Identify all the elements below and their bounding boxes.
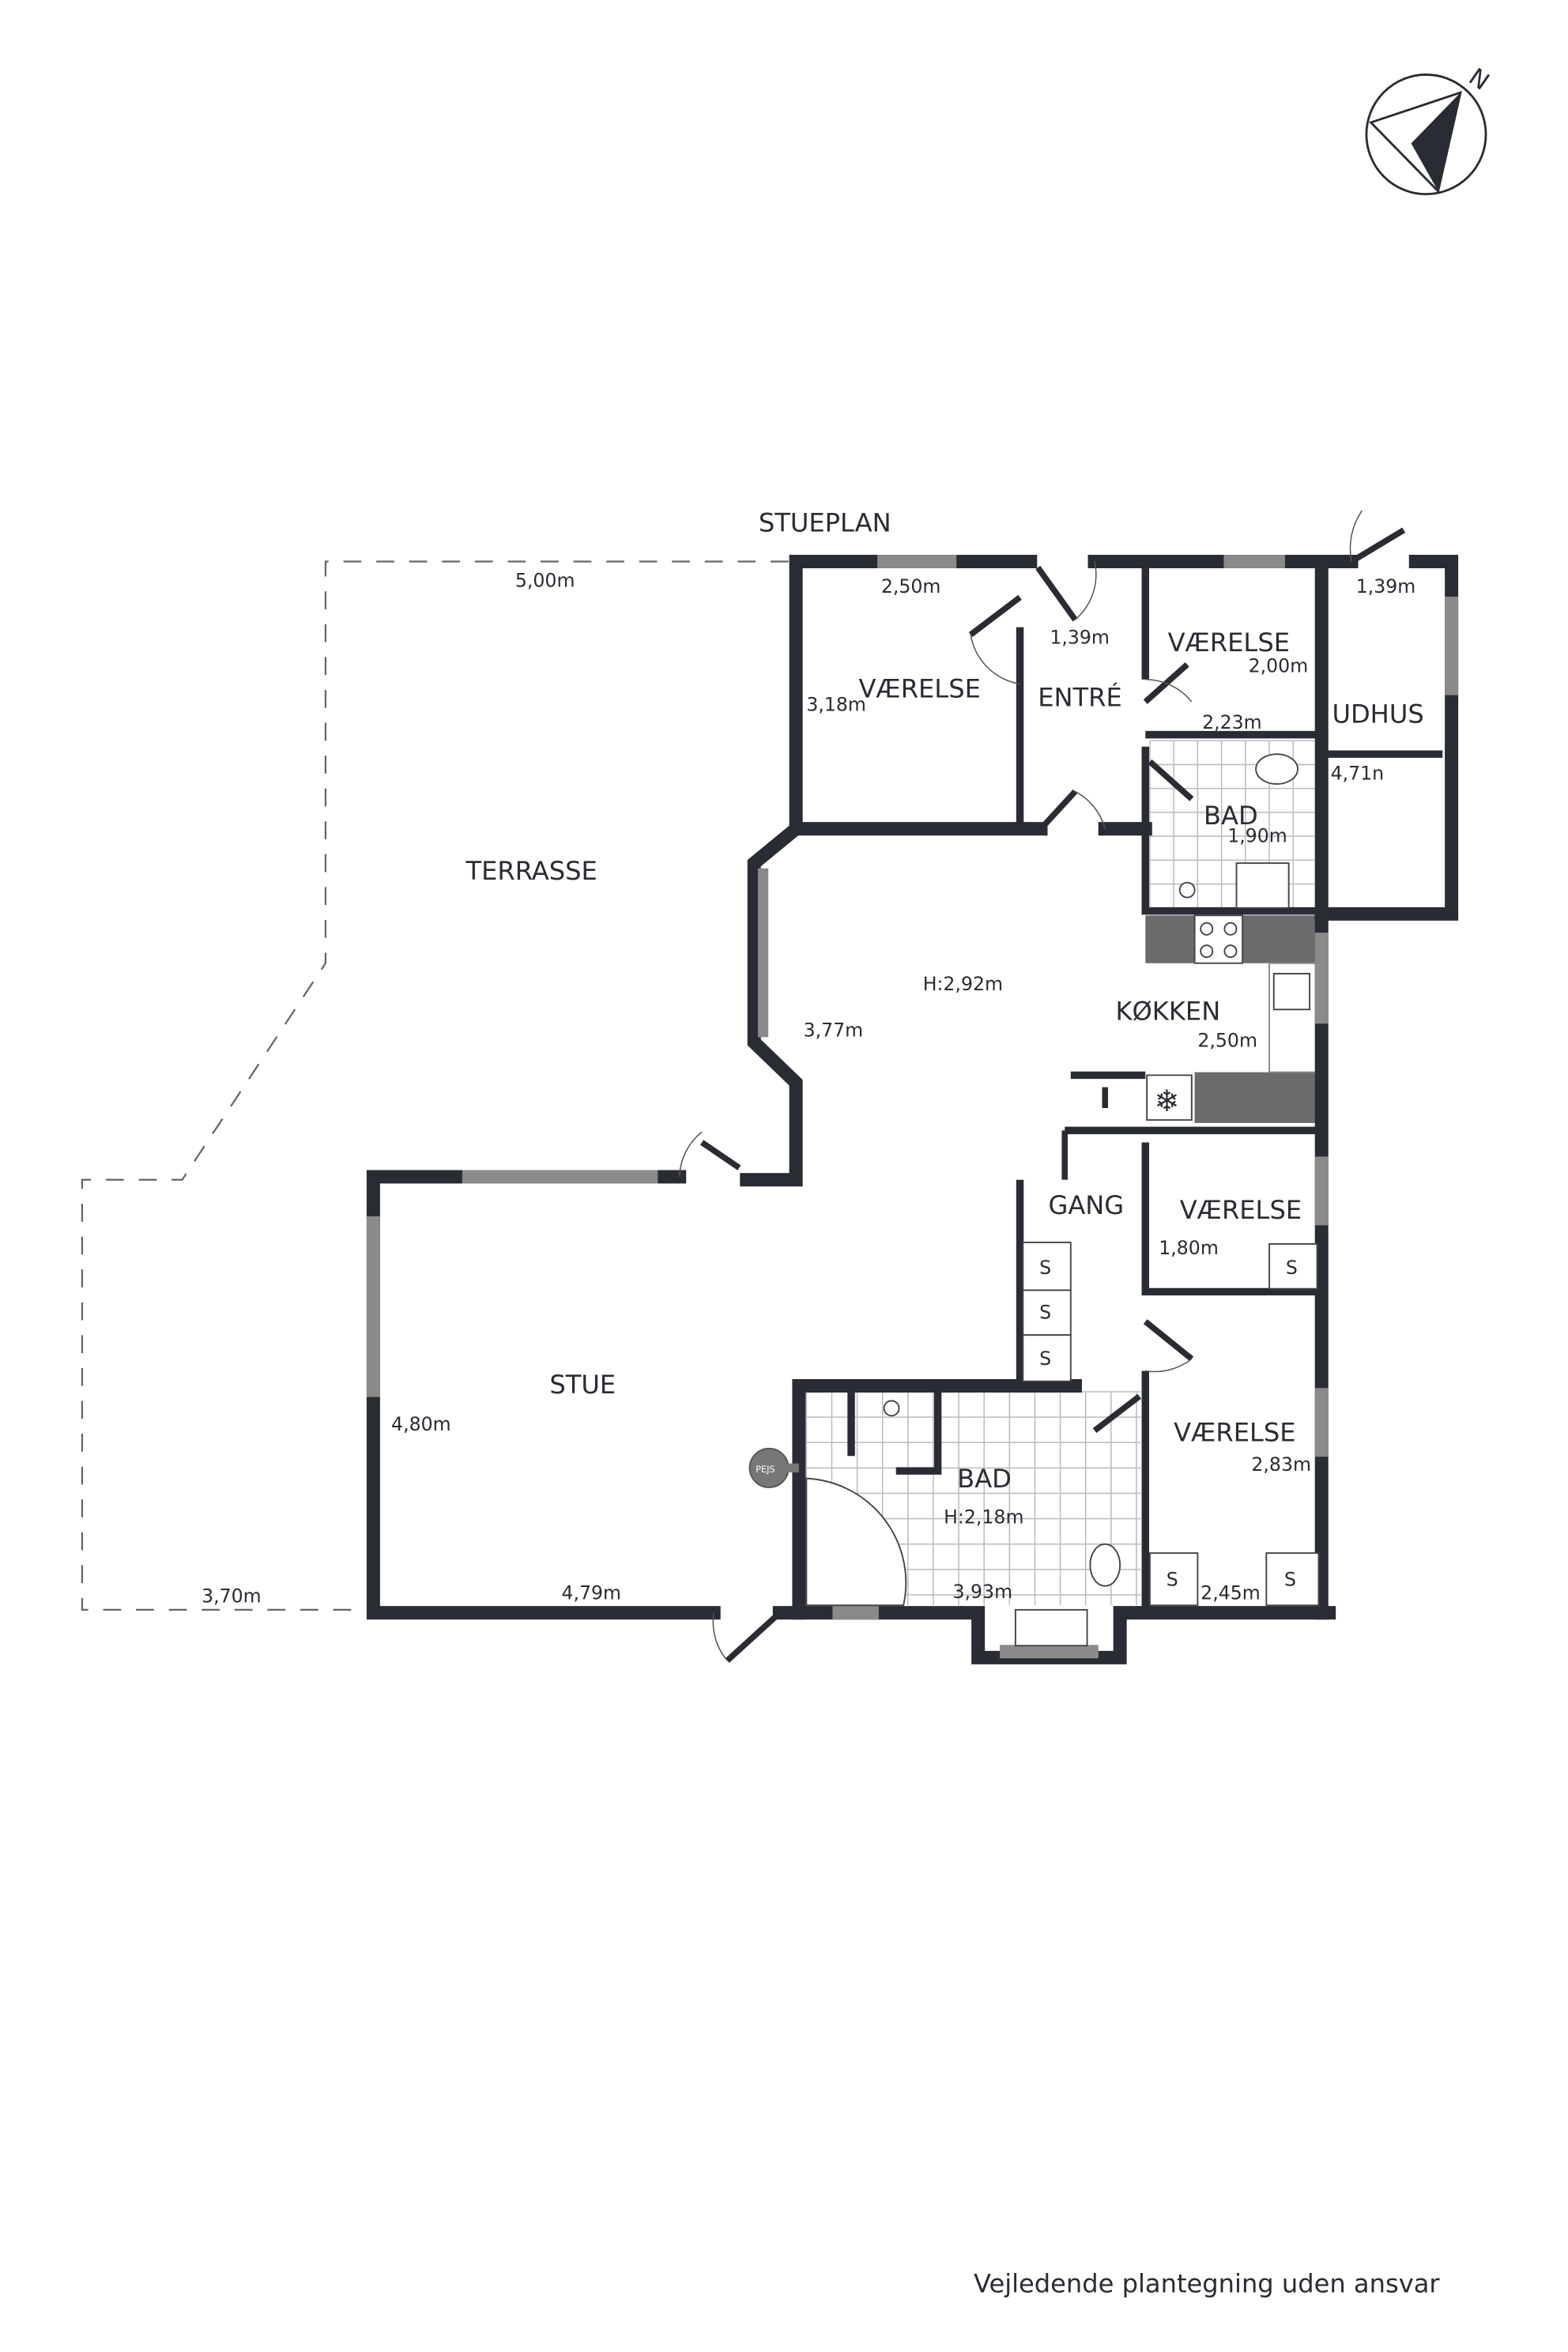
room-label-vaerelse: VÆRELSE [1168,628,1290,658]
dimension-label: 3,18m [806,693,866,715]
dimension-label: 1,39m [1356,575,1416,597]
closet-label: S [1039,1301,1051,1323]
room-label-bad: BAD [957,1464,1012,1494]
kitchen-counter: ❄ [1145,914,1318,1123]
dimension-label: 1,80m [1159,1237,1219,1259]
dimension-label: 3,70m [202,1585,262,1607]
dimension-label: 2,83m [1251,1453,1311,1476]
closet-label: S [1167,1569,1178,1591]
dimension-label: 3,77m [804,1019,864,1041]
dimension-label: 3,93m [953,1581,1013,1603]
closet-label: S [1039,1257,1051,1279]
windows [366,554,1459,1659]
room-label-vaerelse: VÆRELSE [1174,1417,1295,1447]
dimension-label: 2,23m [1202,711,1262,733]
dimension-label: 1,39m [1050,626,1110,648]
bathroom-fixtures [805,753,1298,1647]
room-label-vaerelse: VÆRELSE [858,673,980,703]
compass-icon: N [1365,63,1494,196]
dimension-label: 2,50m [1197,1030,1257,1052]
fireplace: PEJS [748,1447,799,1488]
room-label-entre: ENTRÉ [1038,683,1122,713]
room-label-stue: STUE [549,1370,616,1400]
dimension-label: 4,71n [1331,762,1385,784]
dimension-label: 4,80m [391,1413,451,1435]
closet-label: S [1039,1348,1051,1370]
fireplace-label: PEJS [756,1464,775,1475]
ceiling-height: H:2,92m [923,973,1003,995]
dimension-label: 2,50m [881,575,941,597]
dimension-label: 4,79m [561,1582,621,1604]
room-label-udhus: UDHUS [1332,699,1423,729]
room-label-terrasse: TERRASSE [466,856,597,886]
dimension-label: 2,45m [1200,1582,1261,1604]
floor-title: STUEPLAN [759,508,891,538]
room-label-vaerelse: VÆRELSE [1180,1195,1302,1225]
freezer-icon: ❄ [1155,1084,1180,1118]
dimension-label: 2,00m [1249,654,1309,677]
disclaimer-footer: Vejledende plantegning uden ansvar [974,2268,1440,2298]
dimension-label: 1,90m [1227,825,1287,847]
doors [678,510,1406,1663]
room-label-bad: BAD [1204,801,1258,831]
room-label-gang: GANG [1048,1190,1124,1220]
terrace-outline [81,560,789,1611]
room-label-kokken: KØKKEN [1115,997,1220,1027]
closet-label: S [1284,1569,1296,1591]
closet-label: S [1286,1257,1298,1279]
ceiling-height: H:2,18m [944,1506,1023,1528]
dimension-label: 5,00m [515,570,575,592]
closets: S S S S S S [1022,1242,1320,1607]
